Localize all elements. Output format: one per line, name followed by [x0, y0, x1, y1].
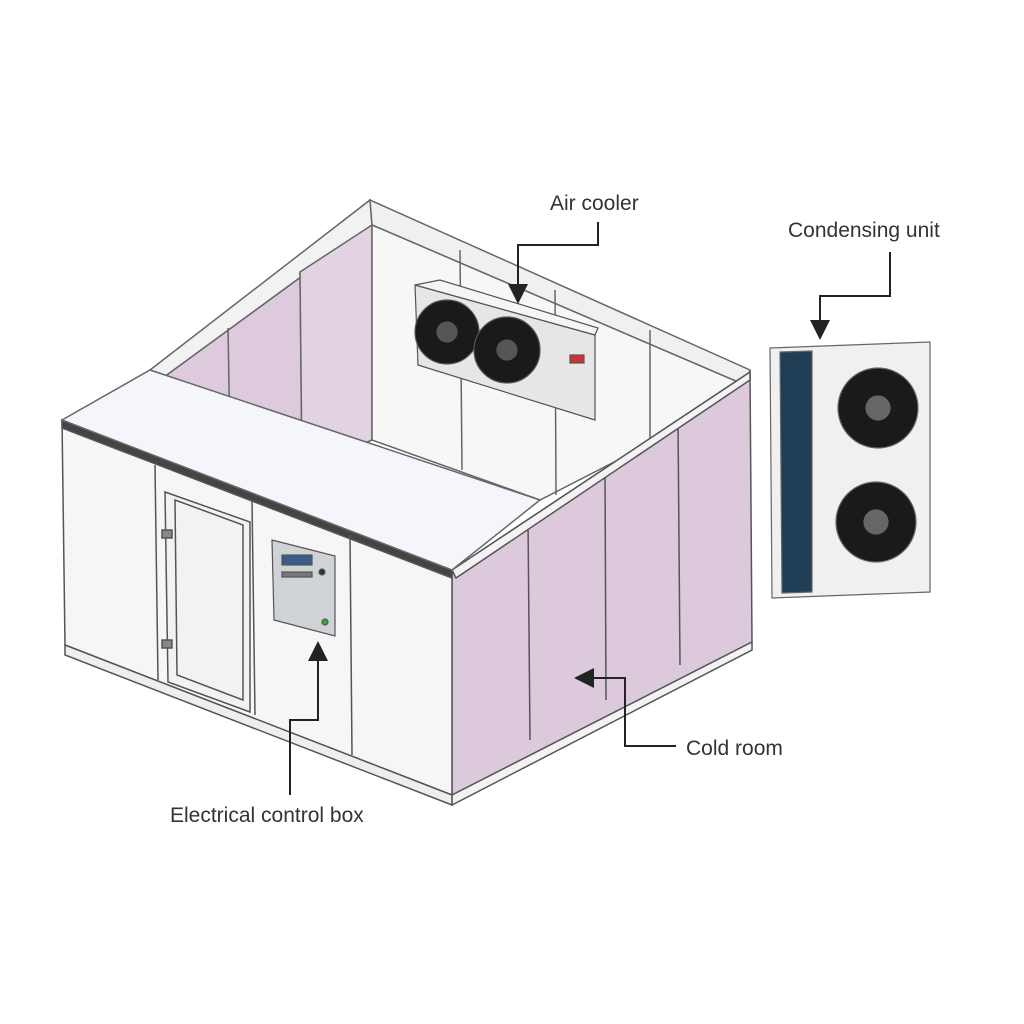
cold-room-arrow [574, 668, 676, 747]
door[interactable] [161, 490, 251, 714]
roof-strip [60, 369, 542, 571]
control-box-arrow [289, 641, 328, 795]
condensing-unit-arrow [810, 252, 891, 340]
label-condensing-unit: Condensing unit [788, 219, 940, 242]
air-cooler-unit [414, 279, 599, 421]
label-air-cooler: Air cooler [550, 192, 639, 215]
label-cold-room: Cold room [686, 737, 783, 760]
front-wall [61, 418, 453, 807]
label-electrical-control-box: Electrical control box [170, 804, 364, 827]
air-cooler-arrow [508, 222, 599, 304]
condensing-unit [769, 341, 931, 599]
electrical-control-box [271, 539, 336, 637]
right-wall [451, 370, 753, 807]
